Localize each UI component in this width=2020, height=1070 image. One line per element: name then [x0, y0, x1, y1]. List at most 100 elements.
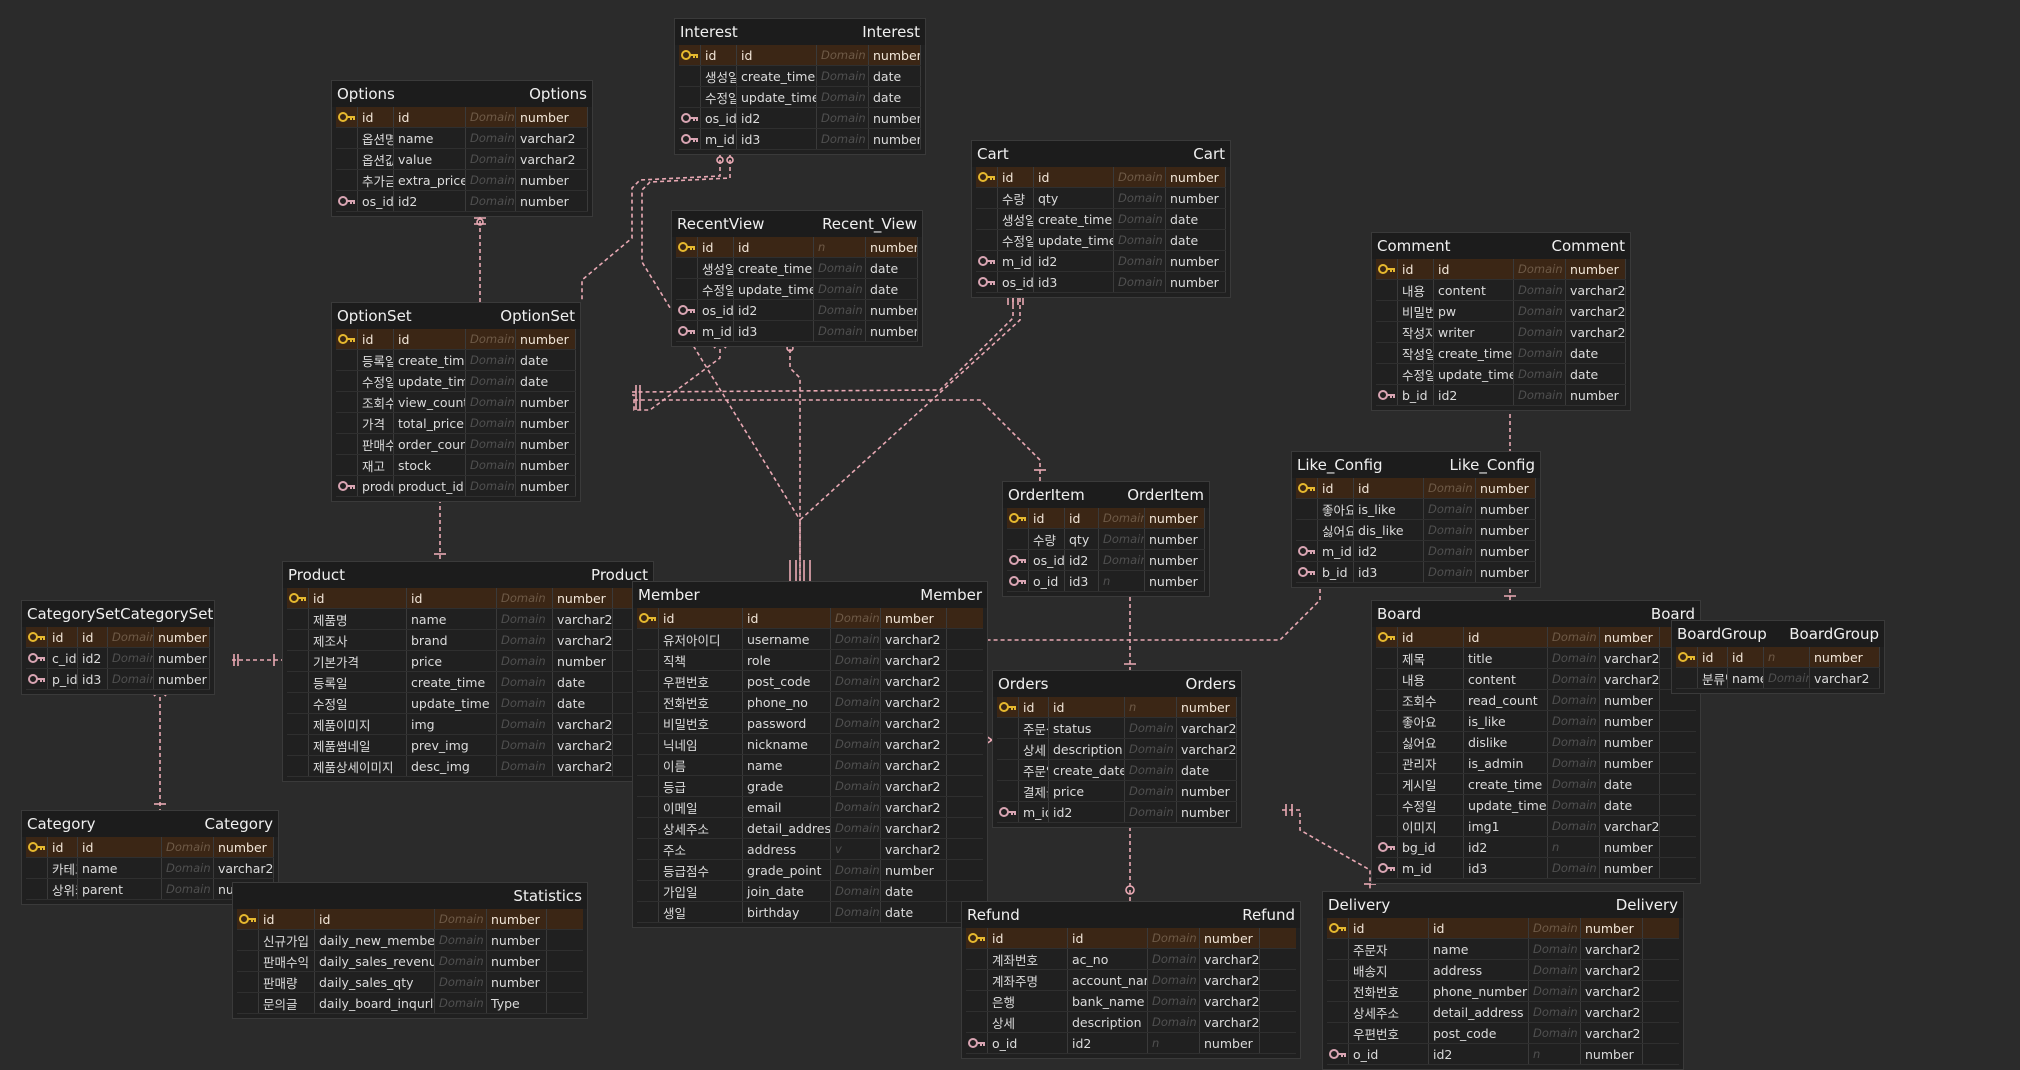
- attribute-row[interactable]: 비밀번호pwDomainvarchar2: [1376, 301, 1626, 322]
- attribute-row[interactable]: 주문상태statusDomainvarchar2: [997, 718, 1237, 739]
- attribute-row[interactable]: 카테고리명nameDomainvarchar2: [26, 858, 274, 879]
- entity-category[interactable]: CategoryCategoryididDomainnumber카테고리명nam…: [21, 810, 279, 905]
- entity-boardgroup[interactable]: BoardGroupBoardGroupididnnumber분류명nameDo…: [1671, 620, 1885, 694]
- attribute-row[interactable]: 분류명nameDomainvarchar2: [1676, 668, 1880, 689]
- entity-header[interactable]: Statistics: [233, 883, 587, 909]
